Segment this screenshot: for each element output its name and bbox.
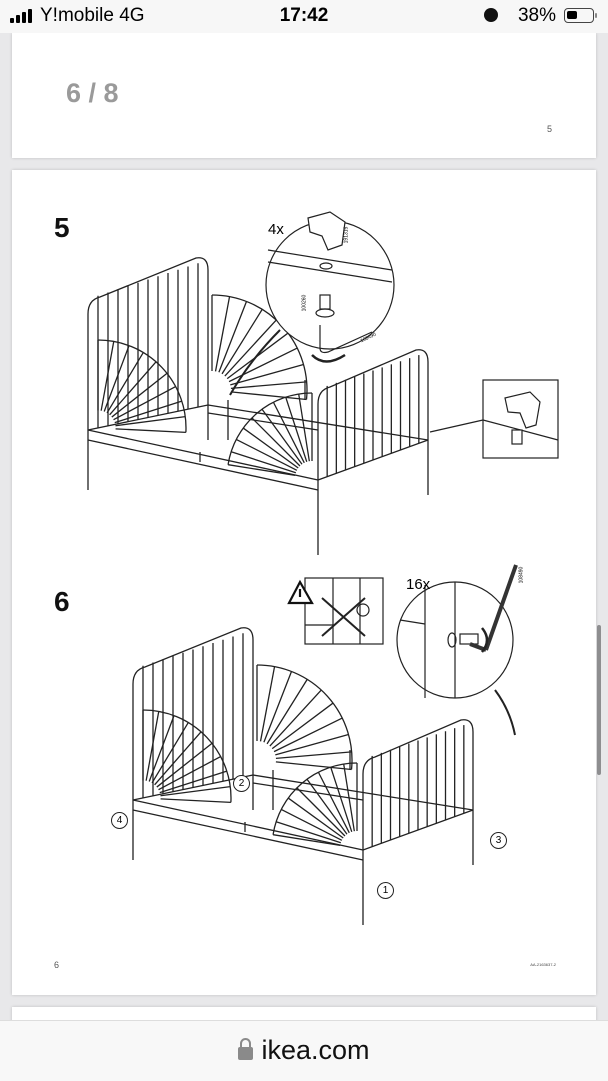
part-number: 191315 xyxy=(343,226,350,244)
page-number: 6 xyxy=(54,960,60,970)
detail-box-step5 xyxy=(429,379,559,459)
step-number: 5 xyxy=(54,212,70,243)
fan-side-panel xyxy=(142,709,232,804)
document-code: AA-2163637-2 xyxy=(530,962,556,967)
step-marker: 4 xyxy=(111,812,128,829)
carrier: Y!mobile 4G xyxy=(40,5,145,26)
fan-side-panel xyxy=(256,664,353,771)
battery-icon xyxy=(564,8,597,23)
lock-icon xyxy=(238,1038,254,1060)
detail-callout-step5 xyxy=(229,211,395,396)
fan-side-panel xyxy=(97,339,187,434)
fan-side-panel xyxy=(227,392,313,476)
page-number: 5 xyxy=(547,124,553,134)
step-marker: 1 xyxy=(377,882,394,899)
footboard xyxy=(317,349,429,555)
bed-frame-step5 xyxy=(87,257,429,555)
detail-callout-step6 xyxy=(396,564,518,736)
signal-icon xyxy=(10,9,32,23)
headboard xyxy=(87,257,209,490)
alarm-icon xyxy=(484,8,498,22)
status-bar: Y!mobile 4G 17:42 38% xyxy=(0,0,608,33)
part-number: 108490 xyxy=(518,566,525,584)
battery-percent: 38% xyxy=(517,5,556,26)
warning-box xyxy=(304,577,384,645)
part-number: 100260 xyxy=(301,294,308,312)
pdf-page-5: 6 / 8 5 xyxy=(12,33,596,158)
scrollbar[interactable] xyxy=(597,625,601,775)
quantity-label: 16x xyxy=(406,576,431,593)
step-number: 6 xyxy=(54,586,70,617)
url-text: ikea.com xyxy=(261,1035,370,1065)
headboard xyxy=(132,627,254,860)
step-marker: 3 xyxy=(490,832,507,849)
page-indicator: 6 / 8 xyxy=(66,78,119,108)
url-display[interactable]: ikea.com xyxy=(0,1035,608,1066)
bed-frame-step6 xyxy=(132,627,474,925)
quantity-label: 4x xyxy=(268,221,284,238)
clock: 17:42 xyxy=(279,5,329,26)
warning-triangle-icon xyxy=(287,579,314,605)
fan-side-panel xyxy=(272,762,358,846)
browser-address-bar[interactable]: ikea.com xyxy=(0,1020,608,1081)
step-marker: 2 xyxy=(233,775,250,792)
footboard xyxy=(362,719,474,925)
